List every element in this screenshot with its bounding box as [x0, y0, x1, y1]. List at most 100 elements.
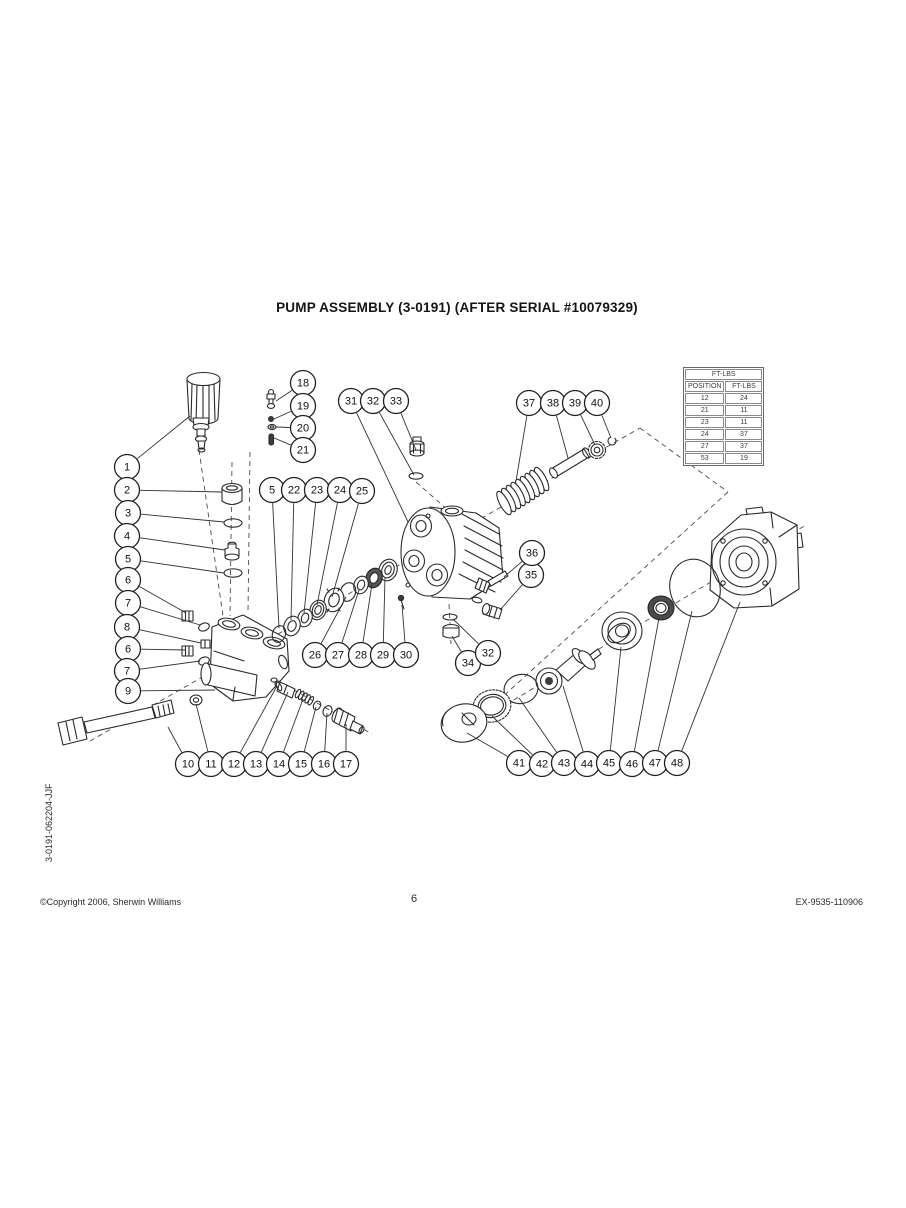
callout-1: 1 — [113, 415, 191, 481]
svg-text:7: 7 — [124, 666, 130, 678]
svg-text:36: 36 — [526, 548, 538, 560]
part-38-rod — [549, 447, 591, 479]
svg-text:41: 41 — [513, 758, 525, 770]
callout-17: 17 — [332, 724, 360, 778]
svg-text:39: 39 — [569, 398, 581, 410]
svg-text:13: 13 — [250, 759, 262, 771]
part-13-cartridge — [275, 681, 296, 699]
callout-23: 23 — [303, 476, 331, 614]
svg-text:22: 22 — [288, 485, 300, 497]
svg-text:11: 11 — [205, 759, 216, 771]
svg-text:28: 28 — [355, 650, 367, 662]
svg-text:23: 23 — [311, 485, 323, 497]
svg-text:15: 15 — [295, 759, 307, 771]
svg-text:19: 19 — [297, 401, 309, 413]
svg-text:35: 35 — [525, 570, 537, 582]
part-37-spring — [496, 466, 550, 516]
callout-47: 47 — [641, 610, 693, 777]
part-2-cap — [221, 482, 243, 506]
part-14-spring — [294, 688, 315, 706]
part-18-zerk — [266, 388, 276, 409]
svg-text:48: 48 — [671, 758, 683, 770]
svg-text:25: 25 — [356, 486, 368, 498]
svg-text:7: 7 — [125, 598, 131, 610]
callout-10: 10 — [167, 726, 202, 778]
svg-text:3: 3 — [125, 508, 131, 520]
svg-text:21: 21 — [297, 445, 309, 457]
svg-text:9: 9 — [125, 686, 131, 698]
callout-39: 39 — [561, 389, 596, 446]
part-11-washer — [189, 694, 203, 706]
part-26-o-ring — [339, 582, 357, 602]
part-46-oil-seal — [647, 595, 675, 621]
part-35-plug — [471, 596, 503, 620]
callout-38: 38 — [539, 389, 569, 459]
part-6b-fitting — [181, 645, 194, 657]
svg-text:5: 5 — [125, 554, 131, 566]
svg-text:24: 24 — [334, 485, 346, 497]
svg-text:47: 47 — [649, 758, 661, 770]
callout-35: 35 — [499, 561, 545, 611]
footer-page-number: 6 — [410, 893, 418, 905]
part-34-plug — [442, 613, 460, 639]
part-39-castle-nut — [587, 440, 607, 460]
svg-text:46: 46 — [626, 759, 638, 771]
callout-5: 5 — [114, 545, 225, 574]
callout-4: 4 — [113, 522, 226, 551]
callout-21: 21 — [273, 436, 317, 464]
torque-row: 21 11 — [685, 405, 763, 416]
part-19-ball — [268, 416, 274, 422]
part-28-seal — [365, 567, 383, 589]
torque-cell: 37 — [725, 441, 763, 452]
part-5-o-ring — [223, 568, 243, 578]
callout-32: 32 — [359, 387, 415, 476]
callout-22: 22 — [280, 476, 308, 621]
part-23-seal — [297, 608, 313, 628]
callout-15: 15 — [287, 706, 317, 778]
drawing-number-side-label: 3-0191-062204-JJF — [44, 783, 54, 862]
svg-text:44: 44 — [581, 759, 593, 771]
callout-41: 41 — [466, 732, 533, 777]
svg-text:29: 29 — [377, 650, 389, 662]
part-36-bolt — [474, 570, 509, 594]
torque-col-ftlbs: FT-LBS — [725, 381, 763, 392]
svg-text:38: 38 — [547, 398, 559, 410]
part-5b-o-ring — [271, 625, 287, 643]
callout-25: 25 — [331, 477, 376, 598]
part-40-clip — [607, 436, 617, 446]
part-3-o-ring — [223, 518, 243, 528]
torque-cell: 24 — [725, 393, 763, 404]
footer-doc-number: EX-9535-110906 — [795, 897, 863, 907]
callout-46: 46 — [618, 617, 660, 778]
callout-13: 13 — [242, 691, 289, 778]
svg-text:20: 20 — [297, 423, 309, 435]
callout-24: 24 — [316, 476, 354, 606]
part-8-plug — [200, 639, 211, 649]
svg-text:18: 18 — [297, 378, 309, 390]
svg-text:30: 30 — [400, 650, 412, 662]
svg-text:37: 37 — [523, 398, 535, 410]
part-25-gland — [323, 587, 345, 613]
torque-cell: 12 — [685, 393, 725, 404]
callout-6: 6 — [114, 635, 187, 663]
part-30-pin — [397, 594, 405, 610]
callout-26: 26 — [301, 596, 347, 669]
svg-text:42: 42 — [536, 759, 548, 771]
part-15-o-ring — [312, 700, 322, 711]
part-32-o-ring — [408, 472, 424, 480]
svg-text:31: 31 — [345, 396, 357, 408]
part-7-o-ring — [198, 622, 210, 632]
callout-5: 5 — [258, 476, 286, 629]
callout-20: 20 — [275, 414, 317, 442]
part-33-fitting — [409, 436, 425, 457]
callout-16: 16 — [310, 712, 338, 778]
footer-copyright: ©Copyright 2006, Sherwin Williams — [40, 897, 182, 907]
part-45-bearing — [601, 611, 643, 651]
svg-text:2: 2 — [124, 485, 130, 497]
part-9-manifold — [200, 614, 290, 702]
svg-text:33: 33 — [390, 396, 402, 408]
svg-text:16: 16 — [318, 759, 330, 771]
torque-cell: 23 — [685, 417, 725, 428]
part-17-fitting — [331, 707, 365, 735]
